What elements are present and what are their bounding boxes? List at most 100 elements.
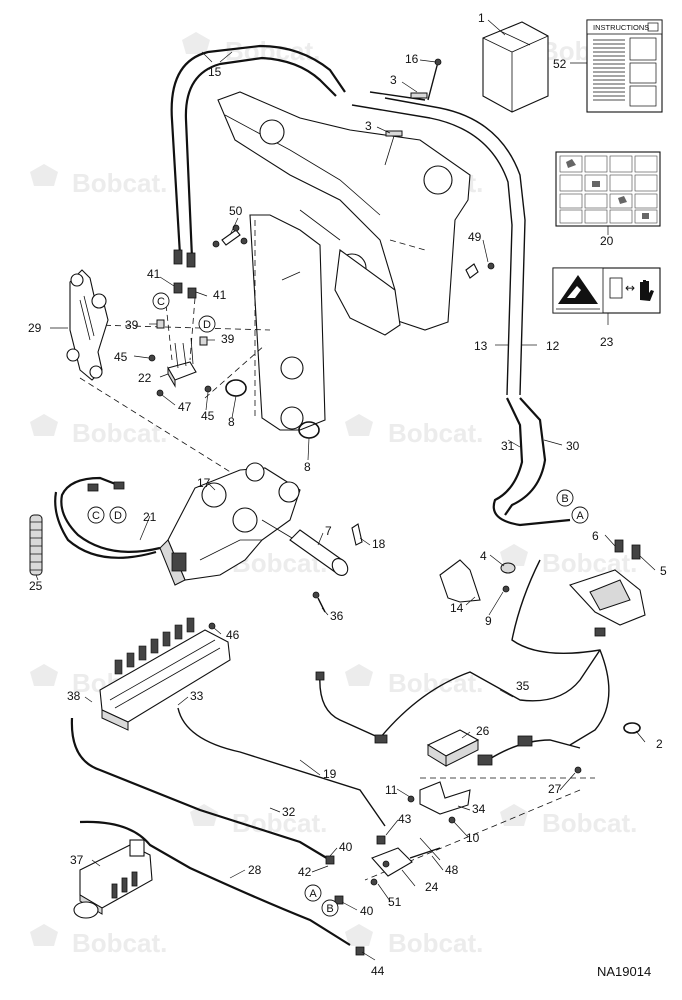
bolts-50 <box>212 224 248 248</box>
watermark-text: Bobcat. <box>542 808 637 838</box>
watermark-text: Bobcat. <box>388 928 483 958</box>
pilot-valve <box>73 839 153 919</box>
callout-36: 36 <box>330 609 344 623</box>
callout-49: 49 <box>468 230 482 244</box>
callout-16: 16 <box>405 52 419 66</box>
hose-30 <box>504 397 547 516</box>
watermark-logo: Bobcat. <box>30 164 167 198</box>
callout-23: 23 <box>600 335 614 349</box>
clip-49 <box>465 262 495 279</box>
callout-33: 33 <box>190 689 204 703</box>
ref-letter-c: C <box>157 296 165 308</box>
callout-50: 50 <box>229 204 243 218</box>
instructions-title: INSTRUCTIONS <box>593 23 649 32</box>
callout-25: 25 <box>29 579 43 593</box>
callout-17: 17 <box>197 476 211 490</box>
callout-4: 4 <box>480 549 487 563</box>
valve-24 <box>371 847 441 877</box>
ref-letter-b: B <box>561 493 568 505</box>
callout-32: 32 <box>282 805 296 819</box>
controller-26 <box>426 729 493 767</box>
callout-34: 34 <box>472 802 486 816</box>
wire-harness <box>315 559 610 761</box>
swing-bracket <box>159 462 301 586</box>
callout-3: 3 <box>365 119 372 133</box>
watermark-logo: Bobcat. <box>500 804 637 838</box>
phantom-line <box>389 239 426 251</box>
warning-decal: ↔ <box>552 267 661 314</box>
callout-14: 14 <box>450 601 464 615</box>
tube-12 <box>351 91 526 396</box>
callout-20: 20 <box>600 234 614 248</box>
callout-6: 6 <box>592 529 599 543</box>
callout-41: 41 <box>147 267 161 281</box>
watermark-logo: Bobcat. <box>500 544 637 578</box>
callout-24: 24 <box>425 880 439 894</box>
watermark-text: Bobcat. <box>72 928 167 958</box>
ref-c-upper: C <box>152 292 170 310</box>
watermark-logo: Bobcat. <box>345 924 483 958</box>
callout-27: 27 <box>548 782 562 796</box>
decal-sheet <box>555 151 661 227</box>
arrow-icon: ↔ <box>625 281 635 295</box>
callout-5: 5 <box>660 564 667 578</box>
callout-52: 52 <box>553 57 567 71</box>
watermark-logo: Bobcat. <box>182 32 320 66</box>
callout-51: 51 <box>388 895 402 909</box>
hose-19 <box>177 707 386 827</box>
callout-21: 21 <box>143 510 157 524</box>
ref-letter-a: A <box>576 510 584 522</box>
callout-9: 9 <box>485 614 492 628</box>
callout-31: 31 <box>501 439 515 453</box>
callout-45: 45 <box>114 350 128 364</box>
callout-18: 18 <box>372 537 386 551</box>
callout-28: 28 <box>248 863 262 877</box>
callout-38: 38 <box>67 689 81 703</box>
clip-18 <box>351 523 363 546</box>
callout-1: 1 <box>478 11 485 25</box>
mounting-bracket <box>66 269 109 381</box>
phantom-line <box>94 324 271 331</box>
callout-13: 13 <box>474 339 488 353</box>
callout-22: 22 <box>138 371 152 385</box>
ref-letter-d: D <box>203 319 211 331</box>
fittings-40-42-43-44-51 <box>325 835 386 956</box>
callout-37: 37 <box>70 853 84 867</box>
callout-10: 10 <box>466 831 480 845</box>
bolt-16 <box>427 58 442 101</box>
callout-40: 40 <box>360 904 374 918</box>
sleeve-25 <box>29 514 43 576</box>
hose-21 <box>54 476 161 559</box>
callout-29: 29 <box>28 321 42 335</box>
bolt-27 <box>574 766 582 774</box>
phantom-line <box>79 377 241 479</box>
leader-lines <box>35 19 656 961</box>
bracket-14 <box>439 559 516 603</box>
callout-8: 8 <box>228 415 235 429</box>
pin-36 <box>312 591 326 613</box>
watermark-text: Bobcat. <box>388 418 483 448</box>
callout-41: 41 <box>213 288 227 302</box>
ref-d-upper: D <box>198 315 216 333</box>
clamp-2 <box>623 722 641 734</box>
callout-47: 47 <box>178 400 192 414</box>
hose-15 <box>170 44 346 268</box>
watermark-logo: Bobcat. <box>30 924 167 958</box>
watermark-text: Bobcat. <box>542 548 637 578</box>
callout-45: 45 <box>201 409 215 423</box>
callout-8: 8 <box>304 460 311 474</box>
ref-letter-c: C <box>92 510 100 522</box>
callout-35: 35 <box>516 679 530 693</box>
joystick-console <box>569 539 646 637</box>
watermark-text: Bobcat. <box>72 168 167 198</box>
boom-arm <box>217 91 471 336</box>
ref-letter-b: B <box>326 903 333 915</box>
callout-11: 11 <box>385 783 398 797</box>
kit-box <box>482 21 549 113</box>
callout-30: 30 <box>566 439 580 453</box>
callout-39: 39 <box>221 332 235 346</box>
hose-32 <box>70 717 331 861</box>
ref-b-lower: B <box>321 899 339 917</box>
clamps-3 <box>384 92 428 166</box>
